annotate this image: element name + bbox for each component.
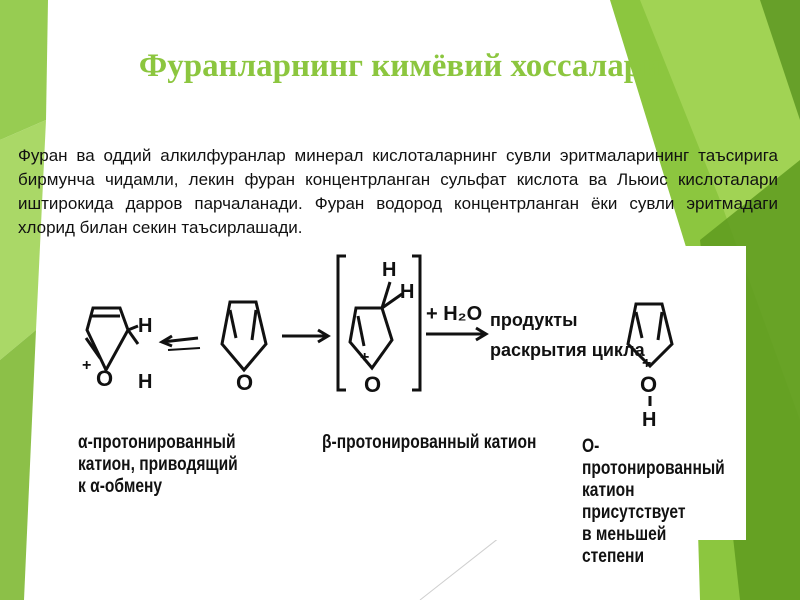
atom-O-1: O [96, 366, 113, 391]
reagent-water: + H₂O [426, 303, 482, 325]
atom-H-1a: H [138, 315, 152, 337]
reaction-scheme: O + H H O H [60, 246, 746, 567]
beta-cation-structure [348, 281, 403, 371]
atom-O-3: O [364, 372, 381, 397]
caption-alpha-line2: катион, приводящий [78, 454, 238, 475]
products-line1: продукты [490, 310, 577, 330]
caption-O-line1: O-протонированный [582, 436, 725, 479]
forward-arrow [282, 328, 331, 344]
bracket-left [336, 254, 346, 392]
atom-H-3a: H [382, 259, 396, 281]
slide-paragraph: Фуран ва оддий алкилфуранлар минерал кис… [18, 146, 778, 237]
atom-H-4: H [642, 409, 656, 431]
atom-O-2: O [236, 370, 253, 395]
caption-alpha-line3: к α-обмену [78, 476, 163, 497]
bracket-right [412, 254, 422, 392]
atom-H-1b: H [138, 371, 152, 393]
caption-O: O-протонированный катион присутствует в … [582, 436, 725, 568]
products-line2: раскрытия цикла [490, 340, 646, 360]
caption-alpha-line1: α-протонированный [78, 432, 236, 453]
reaction-diagram: O + H H O H [82, 254, 674, 431]
caption-O-line2: катион присутствует [582, 480, 686, 523]
atom-H-3b: H [400, 281, 414, 303]
caption-beta: β-протонированный катион [322, 432, 537, 453]
equilibrium-arrow [158, 334, 201, 351]
furan-structure [220, 300, 268, 373]
slide-title: Фуранларнинг кимёвий хоссалари [138, 48, 662, 84]
plus-4: + [642, 355, 651, 372]
reagent-arrow [426, 326, 489, 342]
caption-alpha: α-протонированный катион, приводящий к α… [78, 432, 238, 498]
caption-O-line3: в меньшей степени [582, 524, 667, 567]
O-cation-structure [626, 302, 674, 406]
plus-1: + [82, 357, 91, 374]
plus-3: + [360, 349, 369, 366]
alpha-cation-structure [84, 306, 140, 374]
atom-O-4: O [640, 372, 657, 397]
